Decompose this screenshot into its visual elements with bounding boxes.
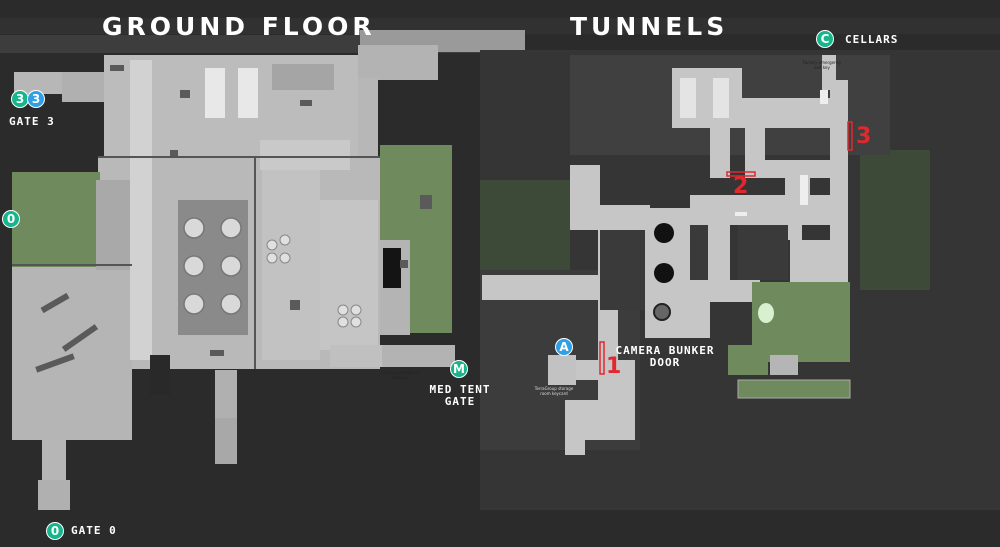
door-1-number[interactable]: 1 <box>606 354 622 379</box>
gate3-camera-icon[interactable]: 3 <box>27 90 45 108</box>
door-2-number[interactable]: 2 <box>733 174 749 199</box>
med-tent-label-line1: MED TENT <box>429 383 491 396</box>
cellars-extract-icon[interactable]: C <box>816 30 834 48</box>
camera-bunker-icon[interactable]: A <box>555 338 573 356</box>
factory-key-note-ground: Factory emergency exit key <box>380 370 420 380</box>
gate3-label: GATE 3 <box>9 115 55 128</box>
tunnels-layout <box>480 50 1000 510</box>
terragroup-room-note: TerraGroup storage room keycard <box>534 386 574 396</box>
med-tent-label-line2: GATE <box>444 395 476 408</box>
gate0-label: GATE 0 <box>71 524 117 537</box>
gate0-extract-icon[interactable]: 0 <box>46 522 64 540</box>
med-tent-label: MED TENT GATE <box>420 384 500 408</box>
med-tent-extract-icon[interactable]: M <box>450 360 468 378</box>
tunnels-title: TUNNELS <box>570 12 729 41</box>
factory-key-note-tunnels: Factory emergency exit key <box>802 60 842 70</box>
ground-floor-title: GROUND FLOOR <box>102 12 376 41</box>
gate0-west-extract-icon[interactable]: 0 <box>2 210 20 228</box>
cellars-label: CELLARS <box>845 33 899 46</box>
camera-bunker-label-line2: DOOR <box>649 356 681 369</box>
door-3-number[interactable]: 3 <box>856 124 872 149</box>
door-highlights <box>599 121 853 375</box>
camera-bunker-label: CAMERA BUNKER DOOR <box>605 345 725 369</box>
camera-bunker-label-line1: CAMERA BUNKER <box>615 344 715 357</box>
ground-floor-layout <box>0 30 525 510</box>
